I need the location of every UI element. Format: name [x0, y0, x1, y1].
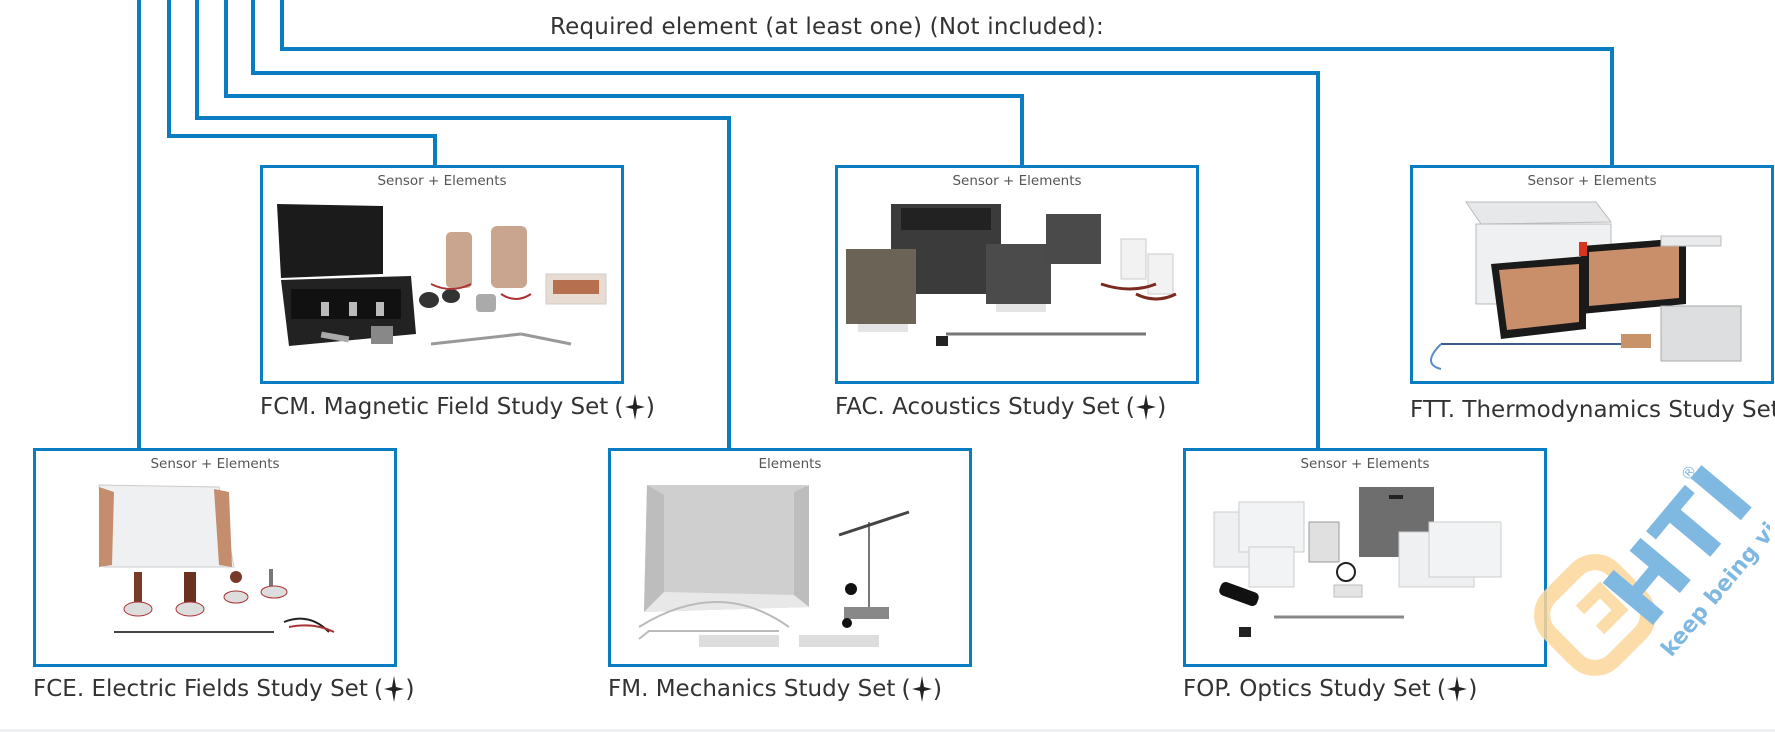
set-box-fcm[interactable]: Sensor + Elements	[260, 165, 624, 384]
acoustics-set-image	[846, 204, 1177, 346]
set-box-fop[interactable]: Sensor + Elements	[1183, 448, 1547, 667]
star-icon: ()	[1436, 675, 1478, 703]
set-box-ftt[interactable]: Sensor + Elements	[1410, 165, 1774, 384]
set-name: FTT. Thermodynamics Study Set	[1410, 397, 1775, 423]
electric-fields-set-image	[98, 484, 335, 633]
set-name: FCE. Electric Fields Study Set	[33, 676, 368, 702]
star-icon: ()	[901, 675, 943, 703]
connector-fop	[251, 0, 1320, 450]
logo-emblem-icon	[1534, 554, 1656, 676]
star-icon: ()	[1125, 393, 1167, 421]
connector-fcm	[167, 0, 437, 166]
mechanics-set-image	[638, 485, 910, 647]
required-element-label: Required element (at least one) (Not inc…	[550, 14, 1104, 40]
set-label-fac: FAC. Acoustics Study Set ()	[835, 392, 1166, 422]
set-box-fac[interactable]: Sensor + Elements	[835, 165, 1199, 384]
box-caption: Elements	[758, 456, 822, 472]
set-box-fm[interactable]: Elements	[608, 448, 972, 667]
star-icon: ()	[614, 393, 656, 421]
optics-set-image	[1213, 487, 1502, 637]
set-label-fce: FCE. Electric Fields Study Set ()	[33, 674, 415, 704]
set-box-fce[interactable]: Sensor + Elements	[33, 448, 397, 667]
hti-logo-watermark: HTI ® keep being visionary	[1534, 460, 1770, 676]
box-caption: Sensor + Elements	[952, 173, 1082, 189]
connector-ftt	[280, 0, 1614, 166]
bottom-divider	[0, 729, 1775, 732]
set-label-fm: FM. Mechanics Study Set ()	[608, 674, 942, 704]
set-name: FM. Mechanics Study Set	[608, 676, 896, 702]
set-label-fop: FOP. Optics Study Set ()	[1183, 674, 1478, 704]
set-name: FAC. Acoustics Study Set	[835, 394, 1120, 420]
thermodynamics-set-image	[1430, 201, 1742, 370]
logo-wordmark: HTI ® keep being visionary	[1584, 460, 1770, 662]
set-label-fcm: FCM. Magnetic Field Study Set ()	[260, 392, 655, 422]
box-caption: Sensor + Elements	[1527, 173, 1657, 189]
star-icon: ()	[373, 675, 415, 703]
connector-fm	[195, 0, 731, 450]
box-caption: Sensor + Elements	[150, 456, 280, 472]
magnetic-field-set-image	[277, 204, 607, 346]
box-caption: Sensor + Elements	[1300, 456, 1430, 472]
connector-fac	[224, 0, 1024, 166]
set-name: FCM. Magnetic Field Study Set	[260, 394, 609, 420]
set-label-ftt: FTT. Thermodynamics Study Set	[1410, 397, 1775, 423]
box-caption: Sensor + Elements	[377, 173, 507, 189]
set-name: FOP. Optics Study Set	[1183, 676, 1431, 702]
